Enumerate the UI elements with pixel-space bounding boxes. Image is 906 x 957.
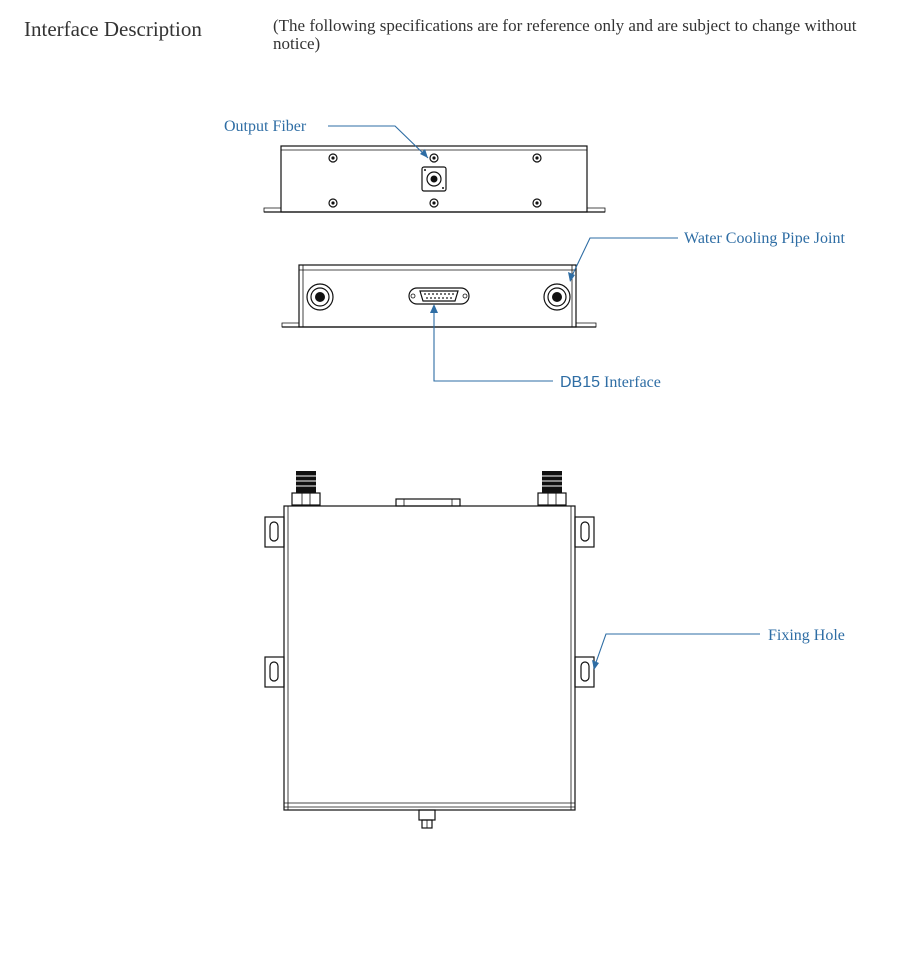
arrow-icon [430, 304, 438, 313]
arrow-icon [568, 272, 575, 282]
fixing-hole-icon [574, 656, 595, 688]
fixing-hole-icon [264, 516, 285, 548]
arrow-icon [592, 660, 599, 670]
fixing-hole-label: Fixing Hole [768, 627, 845, 644]
fixing-hole-leader [593, 633, 760, 669]
screw-icon [328, 153, 542, 208]
db15-label: DB15 Interface [560, 374, 661, 391]
fiber-connector-icon [421, 166, 447, 192]
output-fiber-leader [328, 125, 429, 159]
section-title: Interface Description [24, 17, 202, 41]
front-view [263, 145, 606, 213]
water-joint-icon [306, 283, 334, 311]
db15-leader [433, 306, 553, 382]
rear-view [281, 264, 597, 328]
db15-connector-icon [408, 287, 470, 305]
fitting-icon [291, 471, 321, 506]
top-view [264, 471, 595, 829]
fixing-hole-icon [574, 516, 595, 548]
spec-disclaimer: (The following specifications are for re… [273, 16, 857, 53]
arrow-icon [420, 149, 428, 158]
db15-label-prefix: DB15 [560, 374, 600, 391]
fiber-stub-icon [418, 809, 436, 829]
water-cooling-leader [569, 237, 678, 281]
water-joint-icon [543, 283, 571, 311]
water-cooling-label: Water Cooling Pipe Joint [684, 230, 845, 247]
fixing-hole-icon [264, 656, 285, 688]
fitting-icon [537, 471, 567, 506]
db15-label-suffix: Interface [600, 374, 661, 391]
output-fiber-label: Output Fiber [224, 118, 307, 135]
